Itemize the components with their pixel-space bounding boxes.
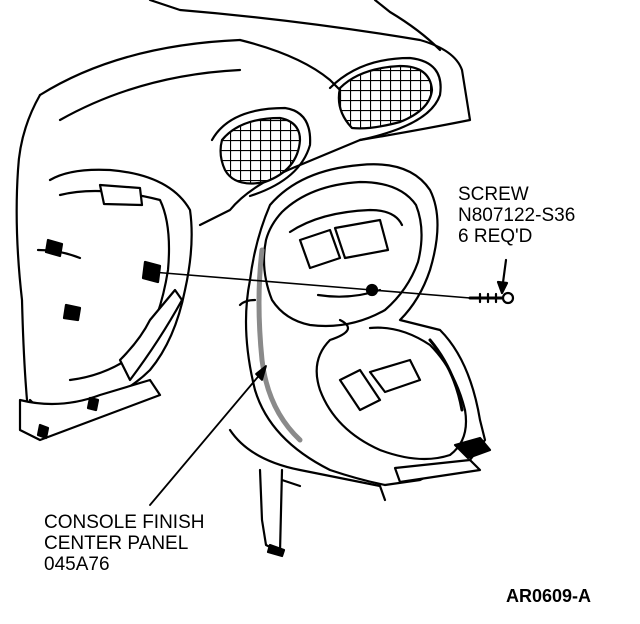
screw-n807122 (468, 258, 515, 305)
figure-id: AR0609-A (506, 586, 592, 606)
panel-callout-label: CONSOLE FINISH CENTER PANEL 045A76 (44, 512, 204, 575)
panel-callout-line-2: CENTER PANEL (44, 533, 189, 554)
air-vent-center (210, 106, 312, 198)
screw-callout-label: SCREW N807122-S36 6 REQ'D (458, 184, 575, 247)
screw-callout-line-1: SCREW (458, 184, 529, 205)
console-support-bracket (228, 428, 387, 558)
screw-callout-line-3: 6 REQ'D (458, 226, 533, 247)
panel-callout-line-3: 045A76 (44, 554, 110, 575)
console-finish-center-panel (238, 163, 492, 487)
instrument-cluster-housing (18, 168, 193, 442)
alignment-line (151, 271, 471, 299)
screw-callout-line-2: N807122-S36 (458, 205, 576, 226)
panel-leader-line (149, 365, 267, 506)
air-vent-right (328, 56, 442, 142)
panel-callout-line-1: CONSOLE FINISH (44, 512, 205, 533)
